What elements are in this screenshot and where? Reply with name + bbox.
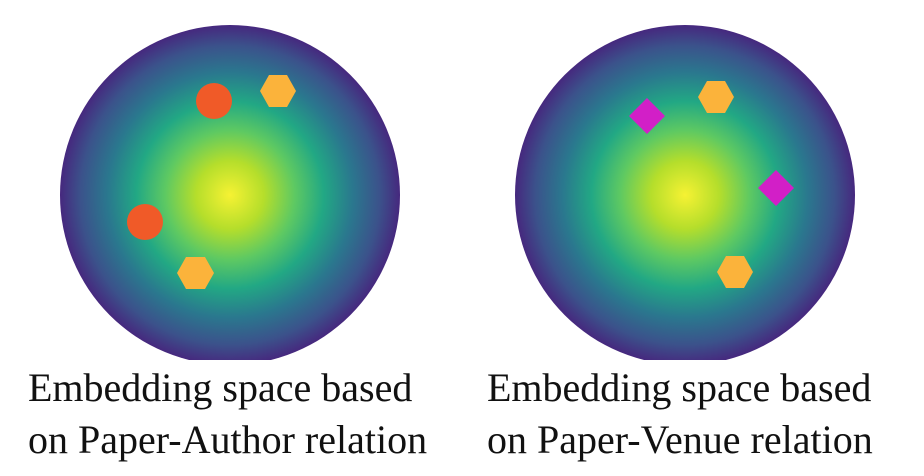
venue-diamond-marker bbox=[758, 170, 794, 206]
caption-line-2: on Paper-Venue relation bbox=[487, 417, 873, 462]
embedding-disk-venue bbox=[515, 25, 855, 360]
hexagon-marker bbox=[260, 75, 296, 107]
embedding-disk-author bbox=[60, 25, 400, 360]
caption-paper-venue: Embedding space based on Paper-Venue rel… bbox=[487, 362, 924, 466]
panel-paper-author: Embedding space based on Paper-Author re… bbox=[28, 25, 427, 462]
author-circle-marker bbox=[127, 204, 163, 240]
author-circle-marker bbox=[196, 83, 232, 119]
disk-background bbox=[60, 25, 400, 360]
hexagon-marker bbox=[717, 256, 753, 288]
caption-paper-author: Embedding space based on Paper-Author re… bbox=[28, 362, 490, 466]
caption-line-2: on Paper-Author relation bbox=[28, 417, 428, 462]
hexagon-marker bbox=[177, 257, 214, 289]
disk-background bbox=[515, 25, 855, 360]
venue-diamond-marker bbox=[629, 98, 665, 134]
hexagon-marker bbox=[698, 81, 734, 113]
caption-line-1: Embedding space based bbox=[487, 365, 872, 410]
panel-paper-venue: Embedding space based on Paper-Venue rel… bbox=[462, 0, 924, 476]
caption-line-1: Embedding space based bbox=[28, 365, 413, 410]
